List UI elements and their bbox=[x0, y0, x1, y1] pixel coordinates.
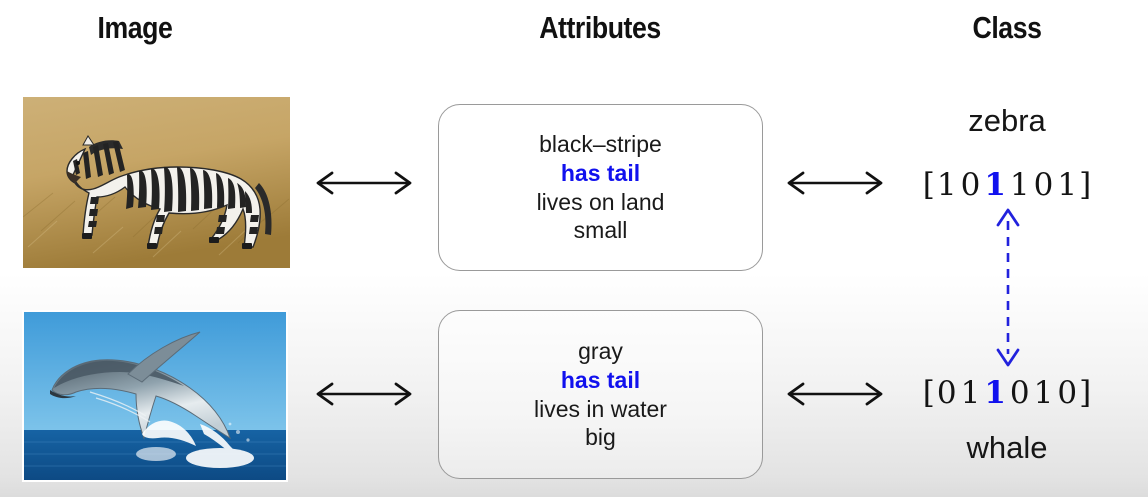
vector-digit: 1 bbox=[936, 167, 957, 203]
vector-close-bracket: ] bbox=[1079, 375, 1092, 411]
column-header-class: Class bbox=[972, 10, 1042, 45]
column-header-image: Image bbox=[97, 10, 173, 45]
attribute-box-whale: gray has tail lives in water big bbox=[438, 310, 763, 479]
attribute-line: lives on land bbox=[536, 188, 665, 215]
vector-digit-highlighted: 1 bbox=[984, 167, 1006, 203]
column-header-attributes: Attributes bbox=[539, 10, 661, 45]
vector-close-bracket: ] bbox=[1079, 167, 1092, 203]
vector-digit: 1 bbox=[1033, 375, 1054, 411]
vector-open-bracket: [ bbox=[922, 375, 935, 411]
image-zebra bbox=[23, 97, 290, 268]
vector-digit-highlighted: 1 bbox=[984, 375, 1006, 411]
attribute-line-highlighted: has tail bbox=[560, 159, 641, 186]
vector-digit: 0 bbox=[960, 167, 981, 203]
arrow-image-to-attributes-zebra bbox=[312, 168, 416, 198]
image-whale bbox=[22, 310, 288, 482]
attribute-box-zebra: black–stripe has tail lives on land smal… bbox=[438, 104, 763, 271]
vector-open-bracket: [ bbox=[922, 167, 935, 203]
attribute-line: lives in water bbox=[534, 395, 667, 422]
vector-digit: 1 bbox=[960, 375, 981, 411]
attribute-line: black–stripe bbox=[539, 130, 662, 157]
attribute-line-highlighted: has tail bbox=[560, 366, 641, 393]
class-name-zebra: zebra bbox=[968, 103, 1046, 138]
vector-digit: 1 bbox=[1057, 167, 1078, 203]
vector-digit: 0 bbox=[1009, 375, 1030, 411]
class-name-whale: whale bbox=[966, 430, 1048, 465]
vector-digit: 0 bbox=[1057, 375, 1078, 411]
arrow-attributes-to-class-whale bbox=[783, 379, 887, 409]
arrow-image-to-attributes-whale bbox=[312, 379, 416, 409]
attribute-line: gray bbox=[578, 337, 623, 364]
vector-digit: 0 bbox=[1033, 167, 1054, 203]
arrow-attributes-to-class-zebra bbox=[783, 168, 887, 198]
shared-attribute-link-arrow bbox=[982, 205, 1034, 370]
vector-digit: 0 bbox=[936, 375, 957, 411]
attribute-line: big bbox=[585, 424, 616, 451]
vector-digit: 1 bbox=[1009, 167, 1030, 203]
attribute-line: small bbox=[573, 217, 628, 244]
